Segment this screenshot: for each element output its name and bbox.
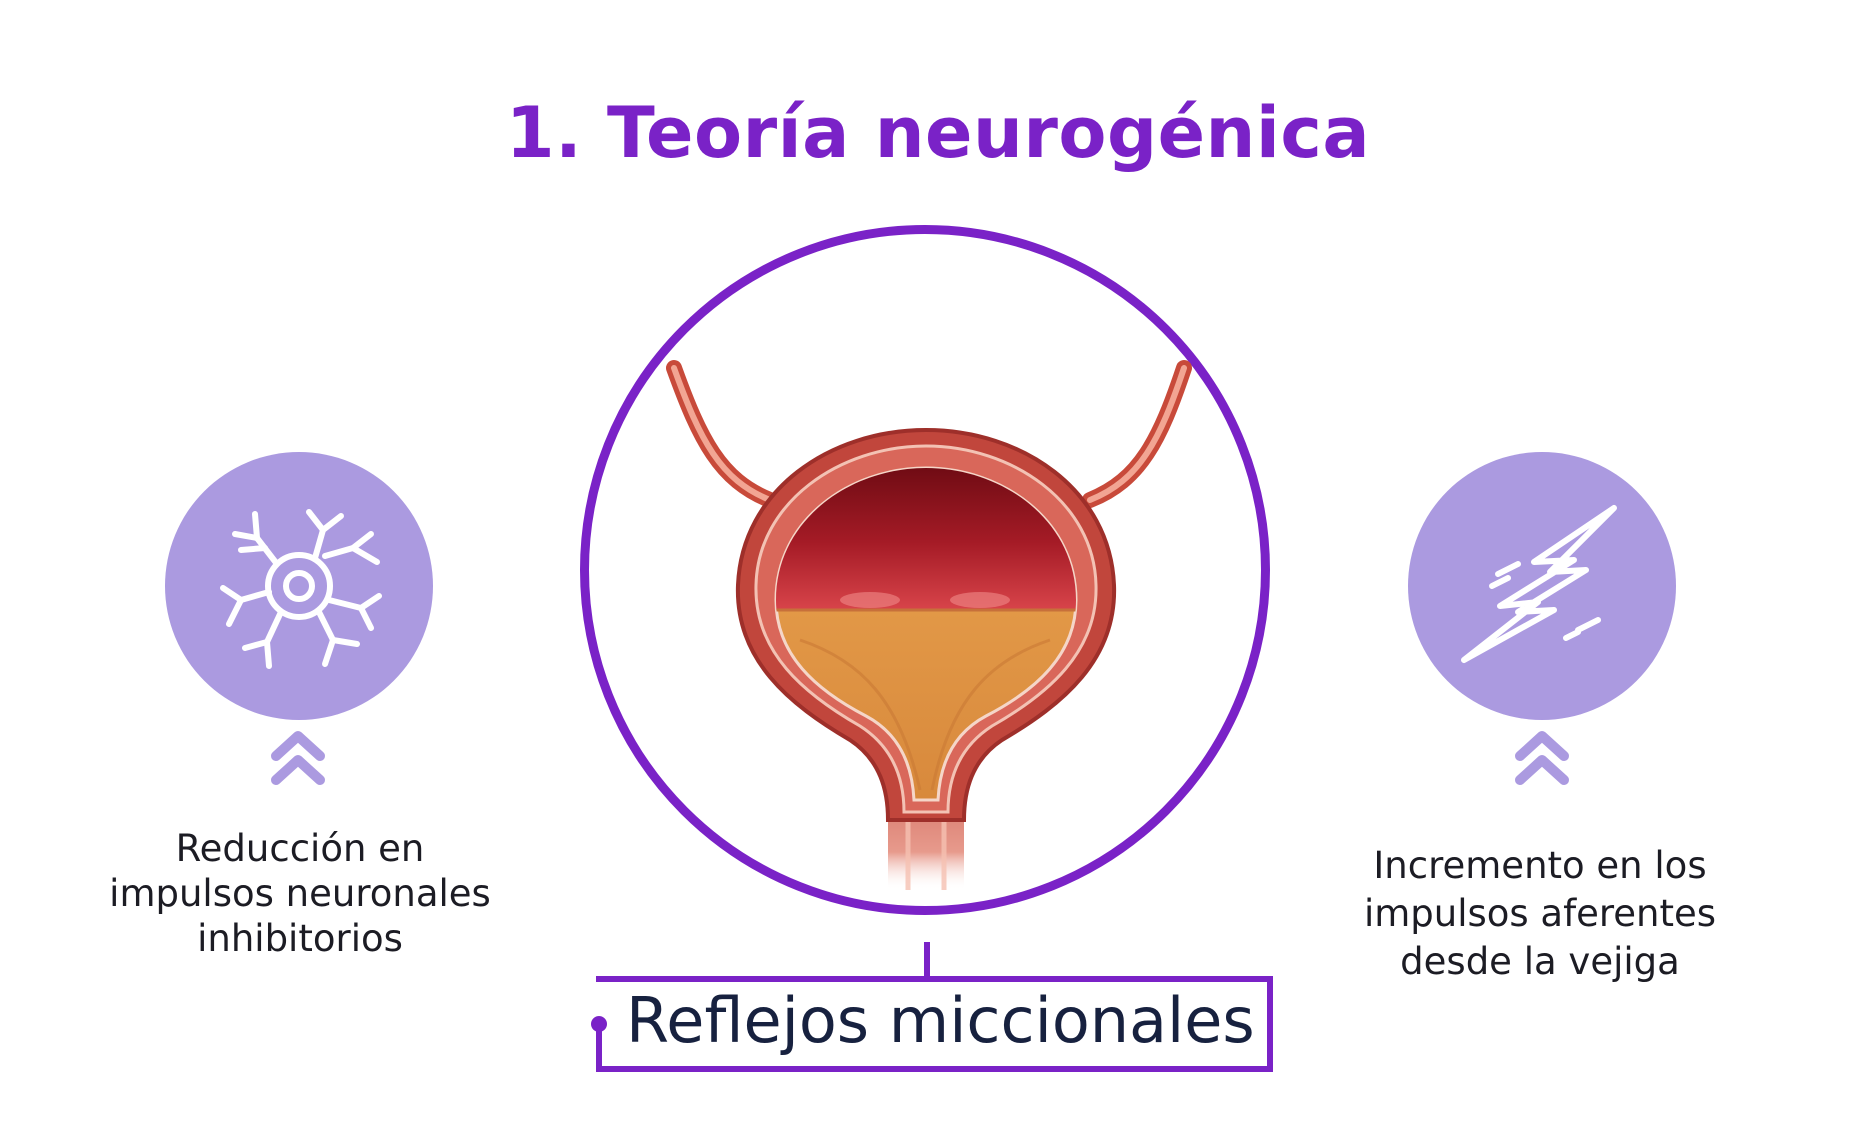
left-description: Reducción en impulsos neuronales inhibit… <box>70 826 530 961</box>
chevron-up-icon-right <box>1515 731 1569 785</box>
label-bracket <box>596 976 1273 1072</box>
lightning-icon-circle <box>1408 452 1676 720</box>
right-text-line: impulsos aferentes <box>1363 892 1717 935</box>
left-text-line: impulsos neuronales <box>109 872 491 915</box>
right-text-line: Incremento en los <box>1373 844 1707 887</box>
right-text-line: desde la vejiga <box>1400 940 1680 983</box>
left-text-line: inhibitorios <box>197 917 403 960</box>
left-text-line: Reducción en <box>175 827 425 870</box>
main-circle-frame <box>580 225 1270 915</box>
label-reflejos-miccionales: Reflejos miccionales <box>626 984 1255 1057</box>
page-title: 1. Teoría neurogénica <box>505 92 1371 174</box>
chevron-up-icon-left <box>271 731 325 785</box>
neuron-icon <box>220 509 382 669</box>
neuron-icon-circle <box>165 452 433 720</box>
lightning-icon <box>1461 505 1617 663</box>
right-description: Incremento en los impulsos aferentes des… <box>1300 842 1780 986</box>
